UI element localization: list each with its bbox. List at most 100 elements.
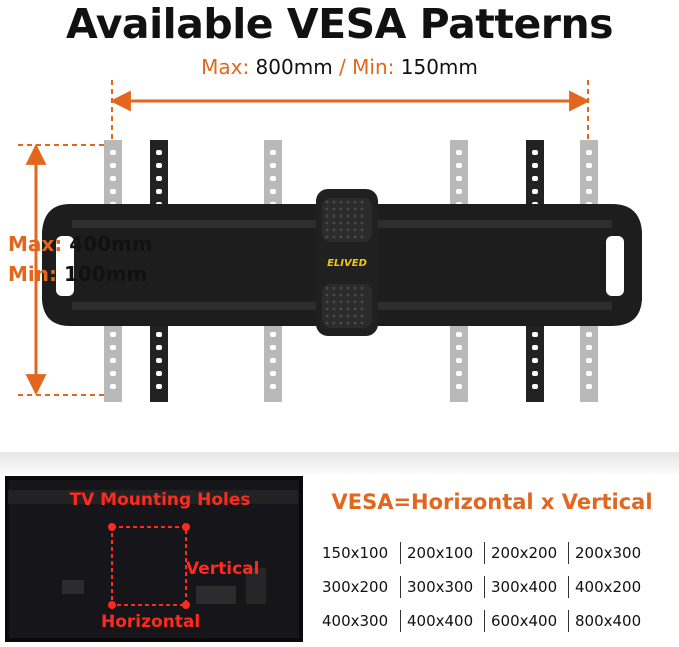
- plate-texture-dot: [339, 321, 343, 325]
- bracket-hole: [456, 163, 462, 168]
- plate-texture-dot: [360, 200, 364, 204]
- bracket-hole: [586, 163, 592, 168]
- plate-texture-dot: [346, 307, 350, 311]
- vesa-pattern-cell: 300x200: [322, 578, 389, 596]
- plate-texture-dot: [360, 293, 364, 297]
- bracket-hole: [270, 332, 276, 337]
- plate-texture-dot: [332, 314, 336, 318]
- plate-texture-dot: [325, 286, 329, 290]
- bracket-hole: [456, 189, 462, 194]
- bracket-hole: [586, 384, 592, 389]
- vertical-min-value: 100mm: [63, 262, 148, 286]
- plate-texture-dot: [332, 293, 336, 297]
- vesa-formula: VESA=Horizontal x Vertical: [331, 490, 653, 514]
- bracket-hole: [456, 150, 462, 155]
- plate-texture-dot: [353, 307, 357, 311]
- vesa-pattern-cell: 300x400: [484, 576, 568, 598]
- bracket-hole: [586, 345, 592, 350]
- plate-texture-dot: [332, 214, 336, 218]
- bracket-hole: [156, 358, 162, 363]
- tv-top-strip: [0, 452, 679, 474]
- vesa-pattern-cell: 800x400: [568, 610, 652, 632]
- bracket-hole: [110, 163, 116, 168]
- plate-texture-dot: [346, 286, 350, 290]
- plate-texture-dot: [332, 286, 336, 290]
- bracket-hole: [532, 176, 538, 181]
- plate-texture-dot: [325, 200, 329, 204]
- bracket-hole: [110, 332, 116, 337]
- bracket-hole: [586, 371, 592, 376]
- bracket-hole: [110, 150, 116, 155]
- plate-texture-dot: [353, 228, 357, 232]
- plate-texture-dot: [325, 300, 329, 304]
- bracket-hole: [586, 358, 592, 363]
- bracket-hole: [270, 163, 276, 168]
- plate-texture-dot: [353, 207, 357, 211]
- vertical-min-key: Min:: [8, 262, 57, 286]
- bracket-hole: [586, 176, 592, 181]
- plate-texture-dot: [353, 314, 357, 318]
- plate-texture-dot: [346, 314, 350, 318]
- horizontal-max-value: 800mm: [255, 55, 333, 79]
- plate-texture-dot: [332, 200, 336, 204]
- bracket-hole: [110, 358, 116, 363]
- vertical-max-value: 400mm: [69, 232, 153, 256]
- plate-texture-dot: [360, 300, 364, 304]
- bracket-hole: [586, 150, 592, 155]
- plate-texture-dot: [325, 214, 329, 218]
- bracket-hole: [156, 189, 162, 194]
- bracket-hole: [270, 176, 276, 181]
- plate-texture-dot: [339, 214, 343, 218]
- tv-vertical-label: Vertical: [186, 559, 260, 579]
- bracket-hole: [586, 332, 592, 337]
- bracket-hole: [270, 345, 276, 350]
- bracket-hole: [156, 384, 162, 389]
- plate-texture-dot: [332, 300, 336, 304]
- brand-logo: ELIVED: [327, 258, 367, 269]
- mounting-hole: [182, 601, 190, 609]
- bracket-hole: [586, 189, 592, 194]
- plate-texture-dot: [325, 314, 329, 318]
- tv-horizontal-label: Horizontal: [101, 612, 201, 632]
- horizontal-range-label: Max: 800mm / Min: 150mm: [0, 54, 679, 80]
- vesa-pattern-cell: 200x200: [484, 542, 568, 564]
- bracket-hole: [156, 176, 162, 181]
- plate-texture-dot: [346, 221, 350, 225]
- mounting-hole: [108, 601, 116, 609]
- plate-texture-dot: [346, 207, 350, 211]
- vesa-pattern-cell: 200x300: [568, 542, 652, 564]
- tv-holes-diagram: [8, 490, 298, 609]
- plate-texture-dot: [325, 321, 329, 325]
- horizontal-min-key: Min:: [352, 55, 395, 79]
- plate-texture-dot: [360, 286, 364, 290]
- horizontal-max-key: Max:: [201, 55, 250, 79]
- bracket-hole: [532, 358, 538, 363]
- plate-texture-dot: [346, 300, 350, 304]
- plate-texture-dot: [353, 300, 357, 304]
- plate-texture-dot: [325, 307, 329, 311]
- mount-diagram: ELIVED: [18, 80, 642, 402]
- plate-texture-dot: [325, 207, 329, 211]
- plate-texture-dot: [325, 221, 329, 225]
- plate-texture-dot: [339, 207, 343, 211]
- bracket-hole: [156, 332, 162, 337]
- plate-texture-dot: [339, 314, 343, 318]
- plate-texture-dot: [325, 293, 329, 297]
- plate-texture-dot: [339, 300, 343, 304]
- vesa-pattern-cell: 200x100: [400, 542, 484, 564]
- bracket-hole: [270, 150, 276, 155]
- vesa-pattern-cell: 400x200: [568, 576, 652, 598]
- range-separator: /: [339, 55, 346, 79]
- horizontal-min-value: 150mm: [400, 55, 478, 79]
- bracket-hole: [532, 189, 538, 194]
- plate-texture-dot: [332, 228, 336, 232]
- plate-texture-dot: [360, 314, 364, 318]
- plate-texture-dot: [346, 214, 350, 218]
- bracket-hole: [532, 345, 538, 350]
- bracket-hole: [456, 332, 462, 337]
- plate-texture-dot: [339, 221, 343, 225]
- page-title: Available VESA Patterns: [65, 0, 614, 48]
- plate-texture-dot: [339, 307, 343, 311]
- plate-texture-dot: [332, 221, 336, 225]
- bracket-hole: [532, 150, 538, 155]
